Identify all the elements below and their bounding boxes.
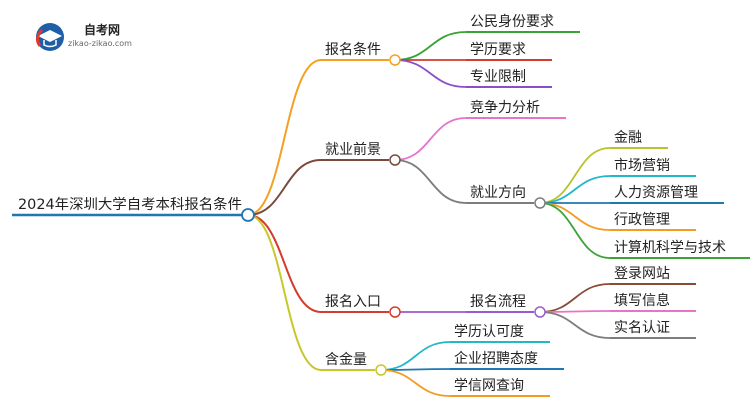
- edge-branch-2-child-0-leaf-2: [539, 311, 611, 339]
- branch-0-child-1-label[interactable]: 学历要求: [470, 42, 526, 58]
- branch-1-child-1-collapse-toggle[interactable]: [534, 197, 546, 209]
- branch-1-child-0-label[interactable]: 竞争力分析: [470, 99, 540, 116]
- branch-2-collapse-toggle[interactable]: [389, 306, 401, 318]
- branch-1-child-1-leaf-4-label[interactable]: 计算机科学与技术: [614, 240, 726, 256]
- edge-branch-1-child-1-leaf-1: [539, 175, 611, 204]
- edge-root-branch-3: [247, 214, 322, 371]
- branch-1-label[interactable]: 就业前景: [325, 141, 381, 158]
- branch-3-child-1-label[interactable]: 企业招聘态度: [454, 350, 538, 367]
- branch-1-child-1-leaf-0-label[interactable]: 金融: [614, 130, 642, 146]
- edge-root-branch-0: [247, 59, 322, 216]
- edge-root-branch-2: [247, 214, 322, 313]
- logo-site: zikao-zikao.com: [68, 39, 132, 48]
- branch-2-child-0-collapse-toggle[interactable]: [534, 306, 546, 318]
- branch-2-label[interactable]: 报名入口: [325, 294, 381, 310]
- branch-1-collapse-toggle[interactable]: [389, 154, 401, 166]
- edge-branch-3-child-1: [380, 368, 451, 371]
- root-label[interactable]: 2024年深圳大学自考本科报名条件: [18, 196, 242, 213]
- edge-branch-2-child-0-leaf-1: [539, 310, 611, 313]
- branch-2-child-0-leaf-1-label[interactable]: 填写信息: [614, 292, 670, 309]
- root-collapse-toggle[interactable]: [241, 208, 255, 222]
- branch-0-child-2-label[interactable]: 专业限制: [470, 69, 526, 85]
- branch-1-child-1-label[interactable]: 就业方向: [470, 185, 526, 201]
- branch-3-label[interactable]: 含金量: [325, 352, 367, 368]
- branch-2-child-0-leaf-0-label[interactable]: 登录网站: [614, 266, 670, 282]
- edge-branch-2-child-0-leaf-0: [539, 283, 611, 313]
- branch-0-label[interactable]: 报名条件: [325, 41, 381, 58]
- edge-branch-1-child-1-leaf-0: [539, 147, 611, 204]
- branch-2-child-0-label[interactable]: 报名流程: [470, 294, 526, 310]
- logo: 自考网 zikao-zikao.com: [35, 22, 132, 51]
- branch-3-child-0-label[interactable]: 学历认可度: [454, 324, 524, 340]
- branch-0-child-0-label[interactable]: 公民身份要求: [470, 14, 554, 30]
- logo-name: 自考网: [84, 22, 120, 37]
- edge-branch-0-child-0: [394, 31, 467, 61]
- branch-2-child-0-leaf-2-label[interactable]: 实名认证: [614, 320, 670, 336]
- edge-branch-1-child-1: [394, 159, 467, 204]
- branch-1-child-1-leaf-1-label[interactable]: 市场营销: [614, 157, 670, 174]
- edge-branch-3-child-2: [380, 369, 451, 397]
- branch-3-collapse-toggle[interactable]: [375, 364, 387, 376]
- branch-3-child-2-label[interactable]: 学信网查询: [454, 378, 524, 394]
- branch-0-collapse-toggle[interactable]: [389, 54, 401, 66]
- edge-branch-1-child-0: [394, 117, 467, 161]
- branch-1-child-1-leaf-3-label[interactable]: 行政管理: [614, 212, 670, 228]
- branch-1-child-1-leaf-2-label[interactable]: 人力资源管理: [614, 185, 698, 201]
- edge-branch-1-child-1-leaf-4: [539, 202, 611, 259]
- edge-branch-3-child-0: [380, 341, 451, 371]
- edge-root-branch-1: [247, 159, 322, 216]
- edge-branch-0-child-2: [394, 59, 467, 88]
- edge-branch-1-child-1-leaf-3: [539, 202, 611, 231]
